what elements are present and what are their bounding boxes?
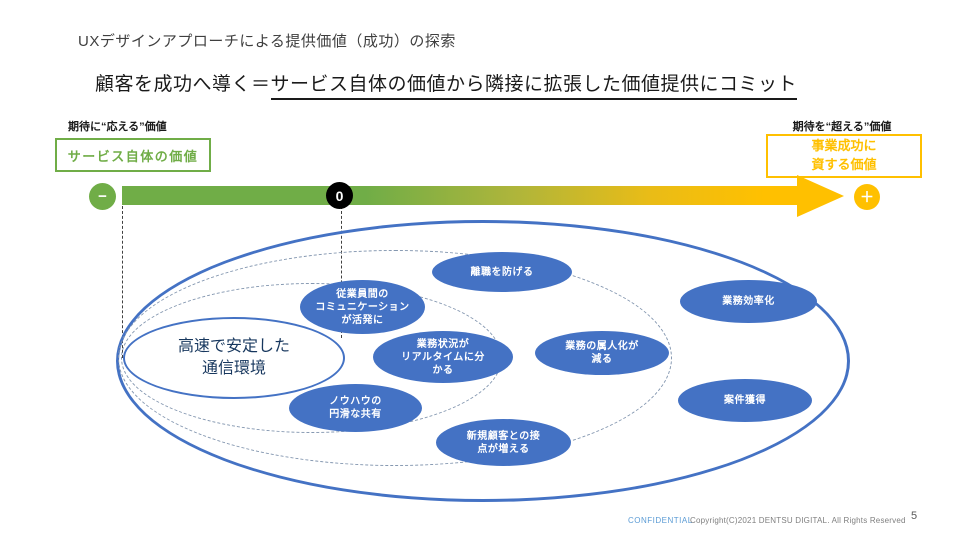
zero-marker: 0 (326, 182, 353, 209)
value-bubble-new-customers: 新規顧客との接 点が増える (436, 419, 571, 466)
subtitle-prefix: 顧客を成功へ導く＝ (95, 74, 271, 95)
business-success-value-box: 事業成功に 資する価値 (766, 134, 922, 178)
confidential-label: CONFIDENTIAL (628, 516, 693, 525)
copyright-text: Copyright(C)2021 DENTSU DIGITAL. All Rig… (690, 516, 906, 525)
service-value-box: サービス自体の価値 (55, 138, 211, 172)
plus-icon: ＋ (854, 184, 880, 210)
left-expectation-caption: 期待に“応える”価値 (68, 121, 167, 133)
dashed-ellipse-outer (118, 250, 672, 466)
value-bubble-deal-acquisition: 案件獲得 (678, 379, 812, 422)
value-bubble-knowhow-sharing: ノウハウの 円滑な共有 (289, 384, 422, 432)
value-axis-bar (122, 186, 798, 205)
value-bubble-realtime-status: 業務状況が リアルタイムに分 かる (373, 331, 513, 383)
value-bubble-depersonalization: 業務の属人化が 減る (535, 331, 669, 375)
subtitle: 顧客を成功へ導く＝サービス自体の価値から隣接に拡張した価値提供にコミット (95, 69, 798, 100)
guide-line-left (122, 206, 123, 358)
page-number: 5 (911, 510, 918, 522)
value-bubble-efficiency: 業務効率化 (680, 280, 817, 323)
minus-icon: − (89, 183, 116, 210)
value-bubble-retention: 離職を防げる (432, 252, 572, 292)
outer-value-ellipse (116, 220, 850, 502)
value-bubble-communication: 従業員間の コミュニケーション が活発に (300, 280, 425, 334)
core-value-ellipse: 高速で安定した 通信環境 (123, 317, 345, 399)
arrow-right-icon (797, 175, 844, 217)
right-expectation-caption: 期待を“超える”価値 (792, 121, 892, 133)
page-title: UXデザインアプローチによる提供価値（成功）の探索 (78, 33, 456, 50)
subtitle-underlined: サービス自体の価値から隣接に拡張した価値提供にコミット (270, 74, 798, 100)
